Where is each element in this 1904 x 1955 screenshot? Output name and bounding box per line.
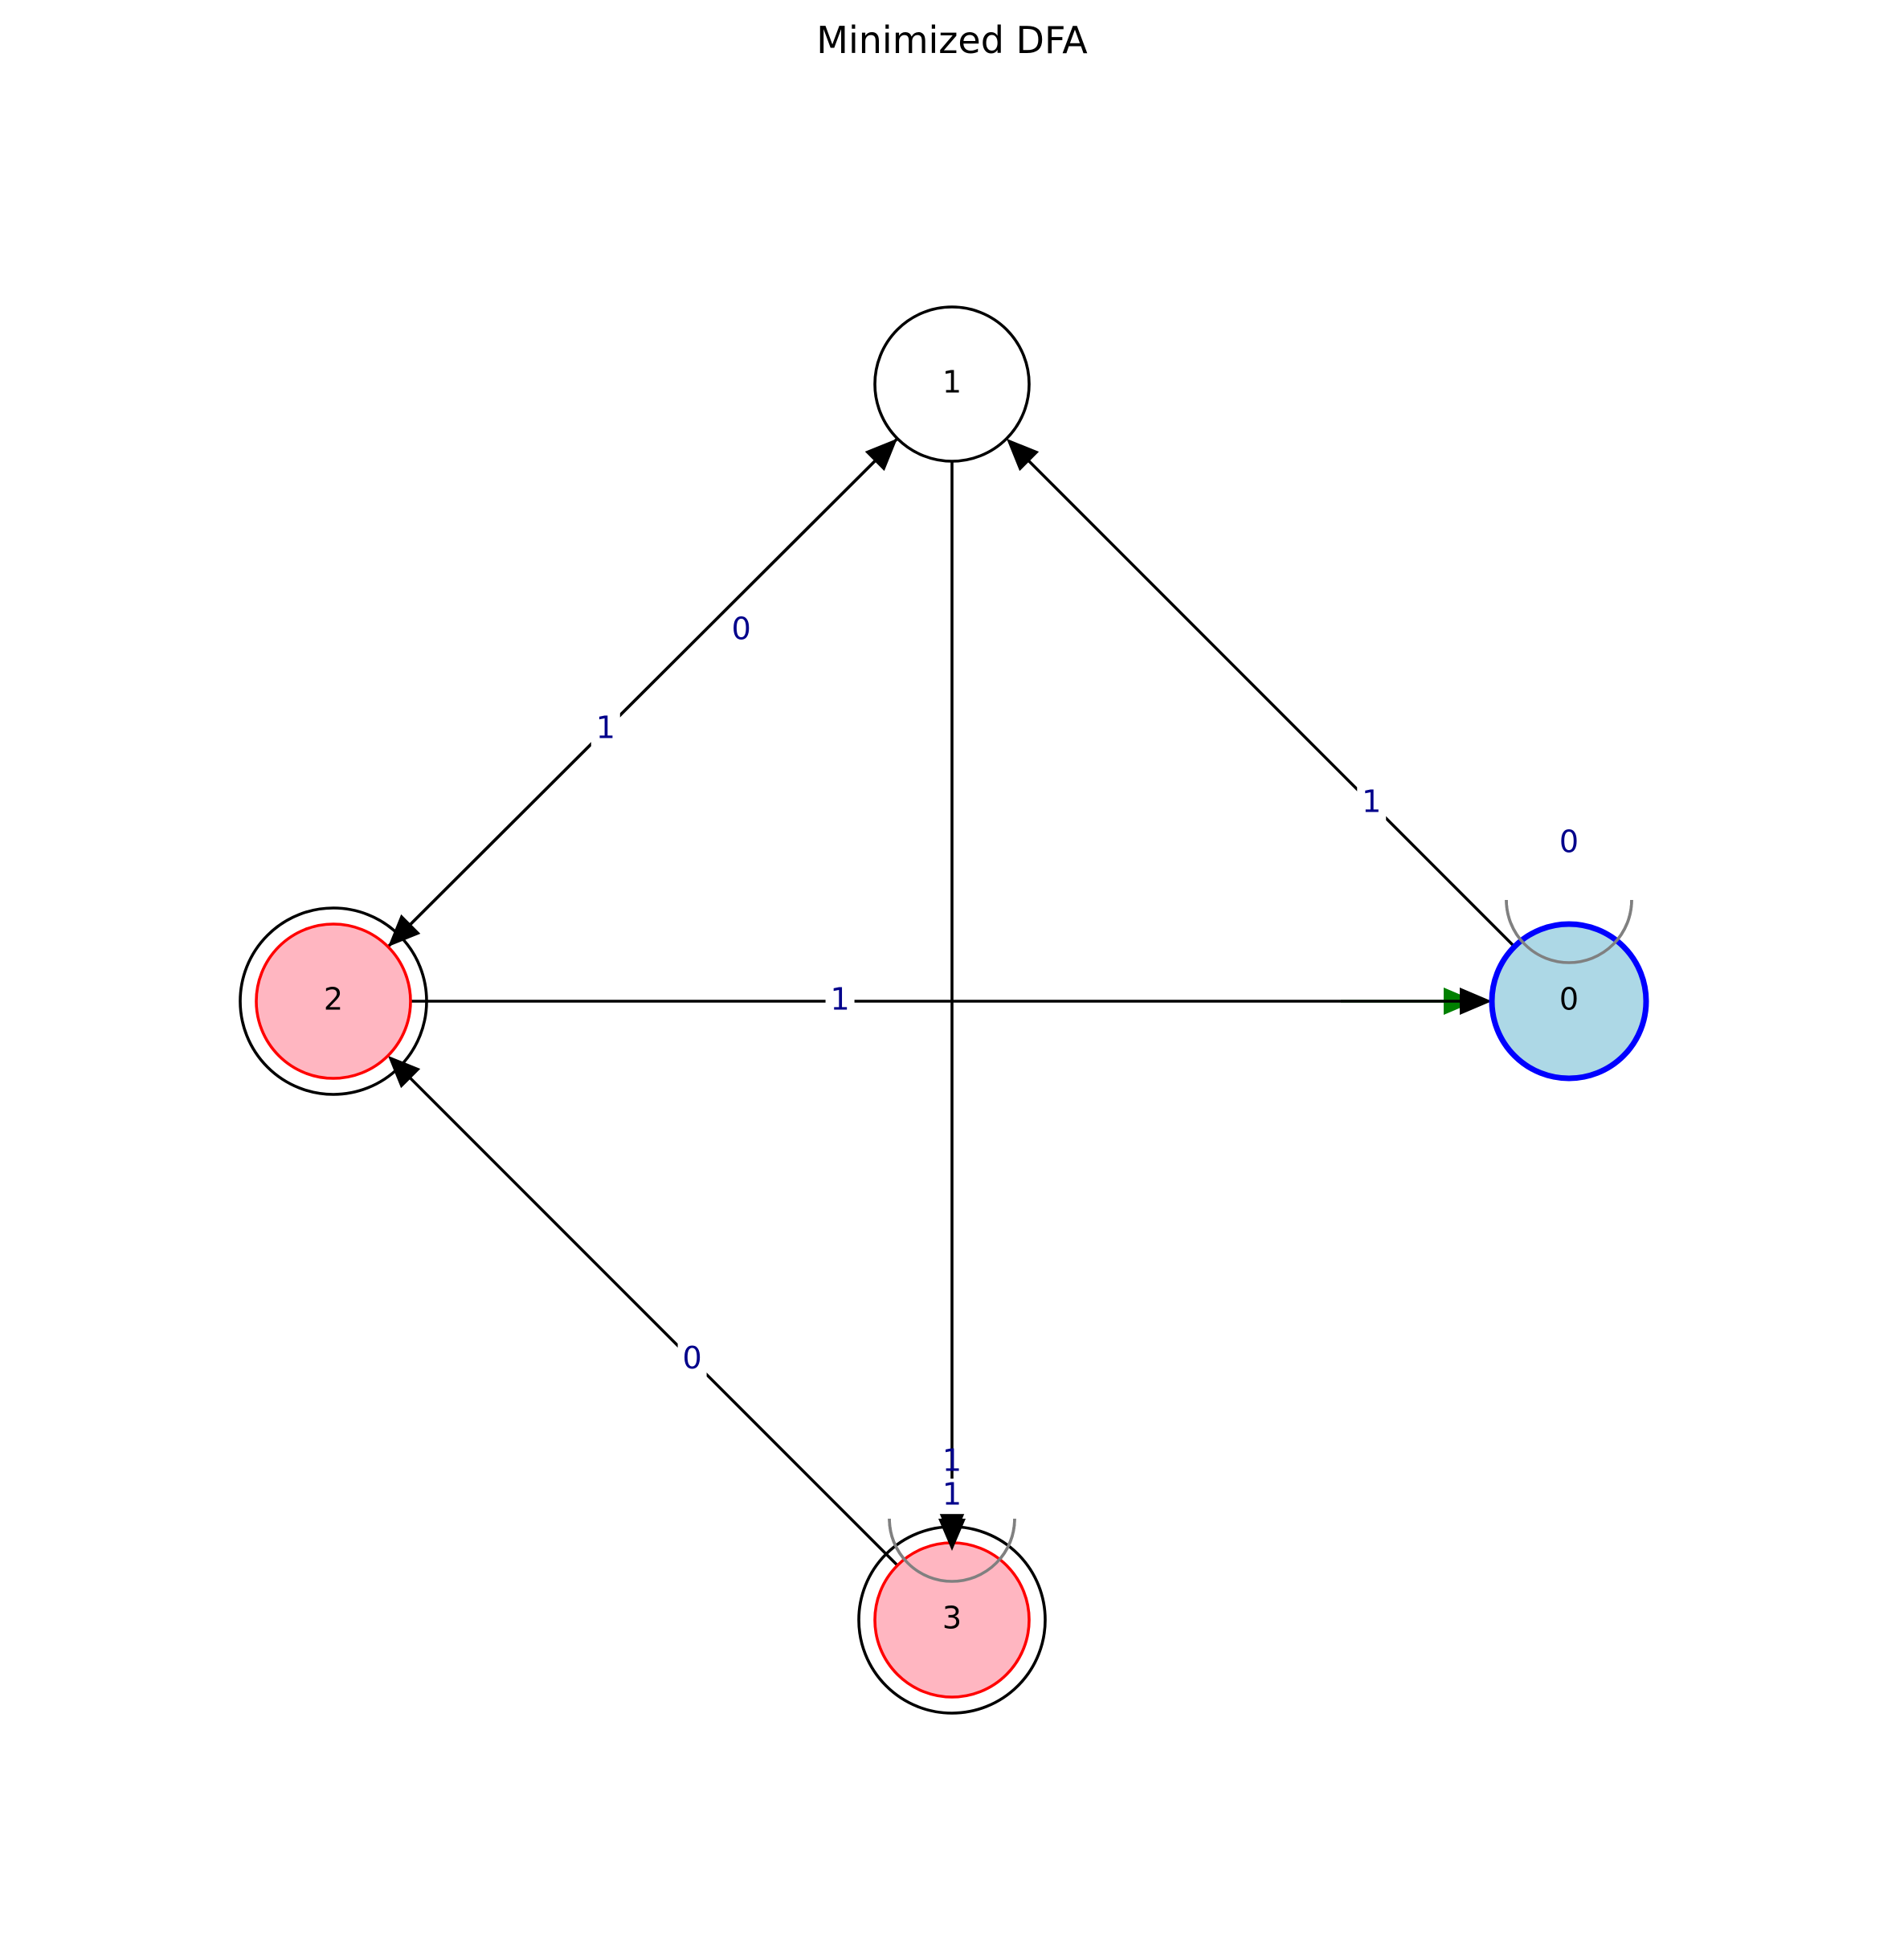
state-1: 1	[873, 305, 1031, 463]
states-layer: 0 1 2 3	[239, 305, 1649, 1715]
transition-label-2-0: 1	[830, 982, 849, 1017]
self-loop-overlay-3	[888, 1518, 1016, 1583]
transition-label-bg-3-2	[677, 1342, 707, 1378]
transition-3-2	[403, 1071, 899, 1567]
state-1-label: 1	[942, 365, 962, 400]
state-2-circle	[255, 922, 412, 1080]
transition-label-bg-2-1	[590, 712, 620, 748]
transition-label-3-2: 0	[683, 1340, 702, 1376]
arrowhead-3-2	[387, 1055, 421, 1089]
arrowhead-2-0	[1460, 988, 1492, 1015]
state-1-circle	[873, 305, 1031, 463]
transition-label-1-2: 0	[732, 611, 751, 646]
transition-label-0-1: 1	[1362, 784, 1381, 820]
arrowhead-2-1	[864, 438, 898, 472]
state-3-label: 3	[942, 1601, 962, 1636]
state-2-label: 2	[324, 982, 343, 1017]
transitions-layer	[386, 437, 1633, 1583]
state-0: 0	[1489, 921, 1649, 1082]
arrowhead-0-1	[1006, 438, 1040, 472]
transition-label-1-3: 1	[942, 1477, 962, 1512]
transition-label-0-0: 0	[1559, 824, 1579, 860]
state-0-circle	[1489, 921, 1649, 1082]
state-2-accept-ring	[239, 906, 428, 1096]
state-0-label: 0	[1559, 982, 1579, 1017]
transition-2-1	[386, 454, 882, 948]
state-2: 2	[239, 906, 428, 1096]
transition-label-bg-1-3	[938, 1479, 966, 1515]
arrowhead-1-3-overlay	[938, 1519, 966, 1551]
transition-label-bg-2-0	[825, 984, 855, 1019]
state-3: 3	[857, 1525, 1047, 1715]
diagram-title: Minimized DFA	[816, 18, 1088, 62]
transition-label-bg-0-1	[1357, 786, 1387, 822]
self-loop-overlay-0	[1505, 899, 1633, 964]
transition-label-bg-1-2	[726, 612, 756, 648]
transition-label-3-3: 1	[942, 1443, 962, 1479]
transition-label-2-1: 1	[596, 710, 615, 746]
transition-0-1	[1022, 454, 1516, 948]
